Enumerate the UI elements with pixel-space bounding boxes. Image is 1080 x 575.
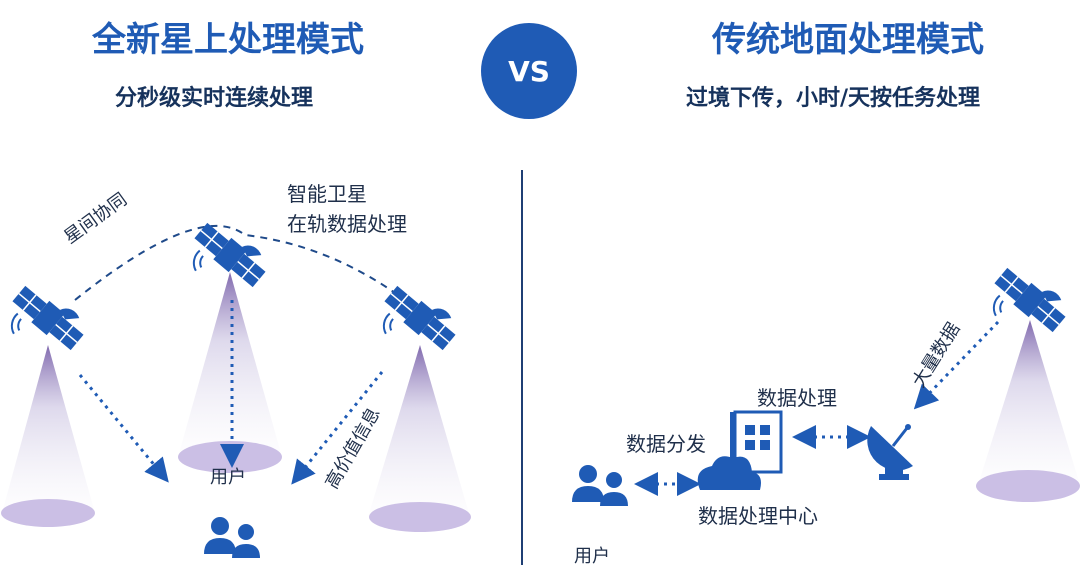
left-subtitle: 分秒级实时连续处理 <box>115 86 314 111</box>
label-user-left: 用户 <box>210 467 246 488</box>
arrow-massive-data <box>913 320 1000 410</box>
left-beam-2 <box>178 272 282 473</box>
user-icon-right <box>572 465 628 506</box>
right-subtitle: 过境下传，小时/天按任务处理 <box>686 86 981 111</box>
ground-station-icon <box>867 424 913 480</box>
label-processing-center: 数据处理中心 <box>698 504 818 528</box>
left-beam-3 <box>368 345 471 532</box>
label-smart-satellite: 智能卫星 <box>287 182 367 206</box>
left-title: 全新星上处理模式 <box>92 20 364 60</box>
label-onboard-processing: 在轨数据处理 <box>287 212 407 236</box>
satellite-icon-right <box>368 275 465 370</box>
arrow-left-to-user <box>78 374 169 483</box>
right-beam <box>976 320 1080 502</box>
label-user-right: 用户 <box>574 546 610 567</box>
vs-badge: VS <box>481 23 577 119</box>
data-center-icon <box>697 410 783 490</box>
label-data-distribution: 数据分发 <box>626 432 706 456</box>
label-data-processing: 数据处理 <box>757 386 837 410</box>
left-beam-1 <box>1 345 95 527</box>
right-title: 传统地面处理模式 <box>712 20 984 60</box>
inter-satellite-link <box>74 224 406 301</box>
user-icon-left <box>204 517 260 558</box>
